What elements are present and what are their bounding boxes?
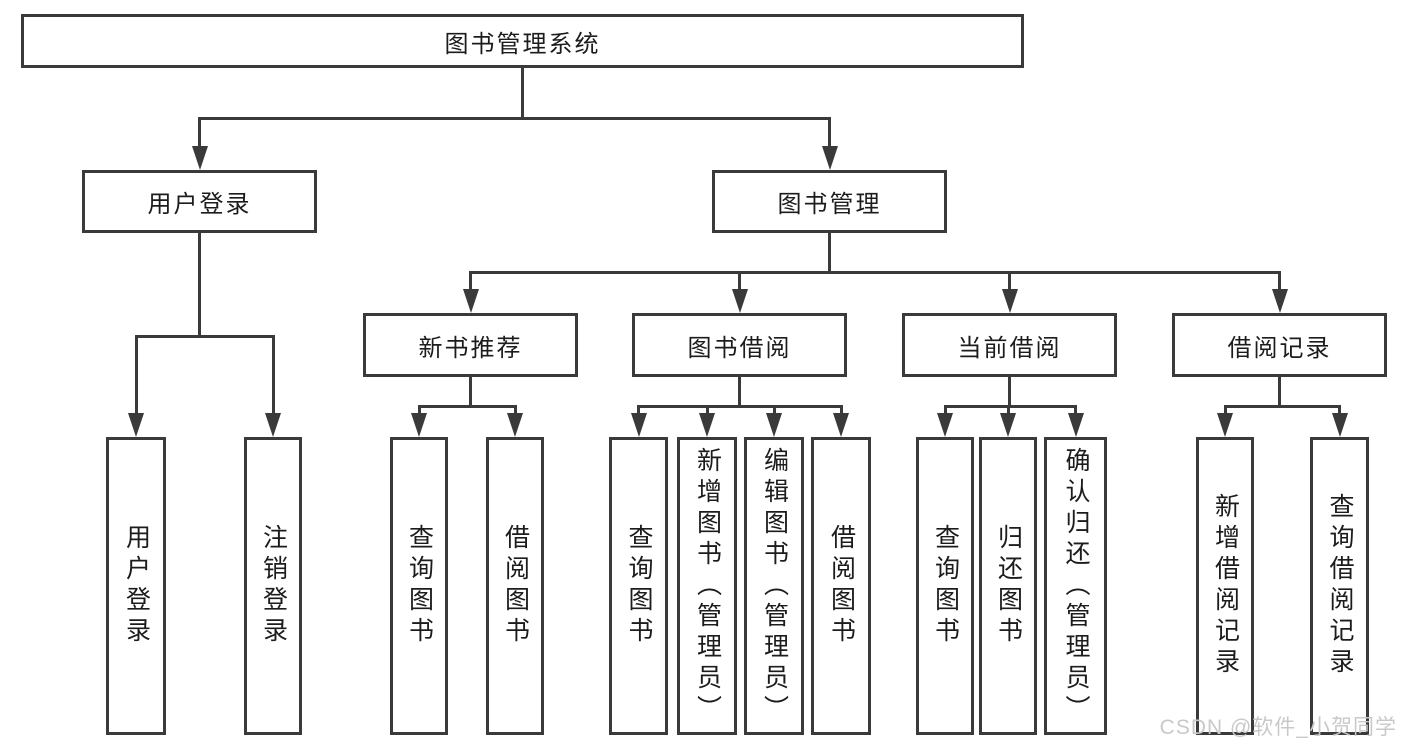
arrowhead-icon xyxy=(191,146,208,170)
connector-line xyxy=(1008,272,1011,289)
connector-line xyxy=(1223,404,1341,408)
node-label: 查询借阅记录 xyxy=(1326,493,1354,679)
connector-line xyxy=(1008,377,1011,406)
arrowhead-icon xyxy=(833,413,849,437)
node-label: 查询图书 xyxy=(625,524,653,648)
connector-line xyxy=(469,272,472,289)
arrowhead-icon xyxy=(699,413,715,437)
node-label: 注销登录 xyxy=(259,524,288,648)
node-label: 借阅图书 xyxy=(501,524,530,648)
node-label: 图书管理 xyxy=(777,191,882,218)
node-leaf-d-return: 归还图书 xyxy=(979,437,1037,735)
node-label: 编辑图书（管理员） xyxy=(760,446,789,726)
node-user-login: 用户登录 xyxy=(82,170,317,233)
node-book-borrow: 图书借阅 xyxy=(632,313,847,377)
node-label: 用户登录 xyxy=(147,191,252,218)
connector-line xyxy=(772,406,776,413)
arrowhead-icon xyxy=(462,289,479,313)
connector-line xyxy=(469,377,472,406)
node-root: 图书管理系统 xyxy=(21,14,1024,68)
arrowhead-icon xyxy=(1001,289,1018,313)
connector-line xyxy=(1223,406,1227,413)
node-leaf-logout: 注销登录 xyxy=(244,437,302,735)
node-label: 确认归还（管理员） xyxy=(1062,446,1090,726)
arrowhead-icon xyxy=(265,413,281,437)
arrowhead-icon xyxy=(731,289,748,313)
arrowhead-icon xyxy=(766,413,782,437)
node-label: 借阅记录 xyxy=(1227,334,1332,362)
node-leaf-c-borrow: 借阅图书 xyxy=(811,437,871,735)
connector-line xyxy=(738,377,741,406)
node-label: 新增图书（管理员） xyxy=(693,446,722,726)
arrowhead-icon xyxy=(507,413,523,437)
node-leaf-c-add: 新增图书（管理员） xyxy=(677,437,737,735)
connector-line xyxy=(521,68,524,118)
connector-line xyxy=(828,233,831,272)
arrowhead-icon xyxy=(1217,413,1233,437)
node-current-borrow: 当前借阅 xyxy=(902,313,1117,377)
node-leaf-b-borrow: 借阅图书 xyxy=(486,437,544,735)
connector-line xyxy=(134,334,275,338)
node-leaf-d-query: 查询图书 xyxy=(916,437,974,735)
connector-line xyxy=(513,406,517,413)
node-leaf-user-login: 用户登录 xyxy=(106,437,166,735)
connector-line xyxy=(943,406,947,413)
node-leaf-e-query: 查询借阅记录 xyxy=(1310,437,1369,735)
node-label: 用户登录 xyxy=(122,524,151,648)
node-leaf-c-query: 查询图书 xyxy=(609,437,668,735)
arrowhead-icon xyxy=(821,146,838,170)
node-label: 归还图书 xyxy=(994,524,1023,648)
connector-line xyxy=(943,404,1077,408)
connector-line xyxy=(1338,406,1341,413)
connector-line xyxy=(637,406,640,413)
connector-line xyxy=(198,233,201,336)
connector-line xyxy=(417,404,517,408)
node-label: 新书推荐 xyxy=(418,334,523,362)
connector-line xyxy=(417,406,421,413)
connector-line xyxy=(637,404,843,408)
node-leaf-d-confirm: 确认归还（管理员） xyxy=(1044,437,1107,735)
csdn-watermark: CSDN @软件_小贺同学 xyxy=(1159,716,1397,739)
node-new-book-rec: 新书推荐 xyxy=(363,313,578,377)
arrowhead-icon xyxy=(1067,413,1084,437)
connector-line xyxy=(1278,377,1281,406)
node-leaf-e-add: 新增借阅记录 xyxy=(1196,437,1254,735)
arrowhead-icon xyxy=(1271,289,1288,313)
connector-line xyxy=(198,116,831,120)
arrowhead-icon xyxy=(630,413,647,437)
arrowhead-icon xyxy=(411,413,427,437)
node-label: 图书管理系统 xyxy=(444,30,601,58)
connector-line xyxy=(469,270,1281,274)
arrowhead-icon xyxy=(1331,413,1348,437)
connector-line xyxy=(271,336,275,413)
connector-line xyxy=(1278,272,1281,289)
connector-line xyxy=(738,272,741,289)
node-label: 查询图书 xyxy=(931,524,960,648)
arrowhead-icon xyxy=(128,413,144,437)
connector-line xyxy=(198,118,201,146)
node-label: 新增借阅记录 xyxy=(1211,493,1240,679)
node-leaf-c-edit: 编辑图书（管理员） xyxy=(744,437,804,735)
connector-line xyxy=(134,336,138,413)
connector-line xyxy=(828,118,831,146)
node-borrow-records: 借阅记录 xyxy=(1172,313,1387,377)
node-book-mgmt: 图书管理 xyxy=(712,170,947,233)
arrowhead-icon xyxy=(1000,413,1016,437)
connector-line xyxy=(1074,406,1077,413)
connector-line xyxy=(839,406,843,413)
arrowhead-icon xyxy=(937,413,953,437)
connector-line xyxy=(1006,406,1010,413)
node-label: 当前借阅 xyxy=(957,334,1062,362)
node-label: 图书借阅 xyxy=(687,334,792,362)
node-label: 查询图书 xyxy=(405,524,434,648)
node-label: 借阅图书 xyxy=(827,524,856,648)
connector-line xyxy=(705,406,709,413)
node-leaf-b-query: 查询图书 xyxy=(390,437,448,735)
